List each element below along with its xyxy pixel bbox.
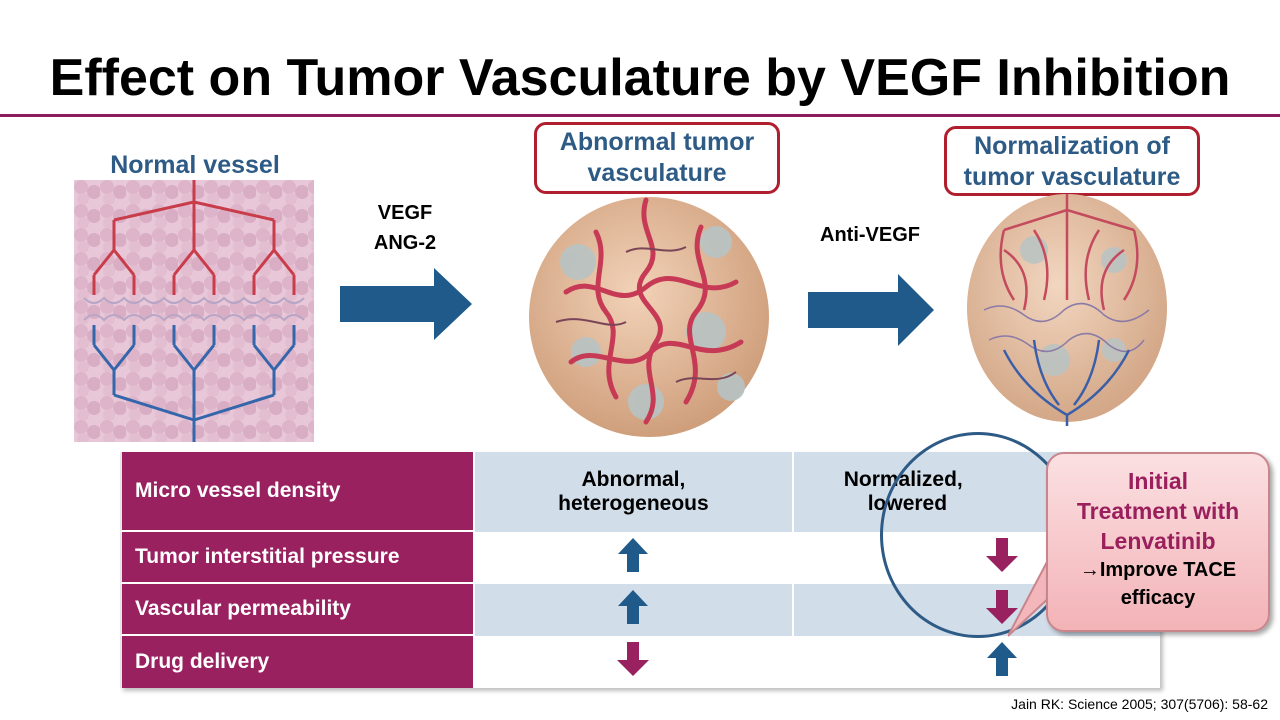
normalized-label-line2: tumor vasculature: [963, 163, 1181, 191]
up-arrow-icon: [618, 590, 649, 624]
cell-abnormal-density: Abnormal, heterogeneous: [473, 452, 792, 532]
right-arrow-icon: [340, 268, 472, 340]
callout-line4: →Improve TACE: [1079, 559, 1237, 581]
callout-line2: Treatment with: [1076, 498, 1240, 524]
normalized-vasculature-illustration: [967, 194, 1167, 426]
row-label-interstitial-pressure: Tumor interstitial pressure: [120, 532, 474, 584]
row-label-drug-delivery: Drug delivery: [120, 636, 474, 688]
callout-line5: efficacy: [1120, 587, 1196, 609]
citation: Jain RK: Science 2005; 307(5706): 58-62: [1011, 696, 1268, 712]
page-title: Effect on Tumor Vasculature by VEGF Inhi…: [49, 49, 1231, 107]
lenvatinib-callout: Initial Treatment with Lenvatinib →Impro…: [1046, 452, 1270, 632]
abnormal-vasculature-illustration: [529, 197, 769, 437]
up-arrow-icon: [618, 538, 649, 572]
cell-abnormal-density-line2: heterogeneous: [558, 492, 709, 515]
callout-line3: Lenvatinib: [1100, 528, 1216, 554]
stimulus-vegf-line2: ANG-2: [373, 232, 437, 254]
callout-line1: Initial: [1127, 468, 1189, 494]
normal-vessel-illustration: [74, 180, 314, 442]
down-arrow-icon: [617, 642, 650, 676]
cell-abnormal-pressure: [473, 532, 792, 584]
abnormal-label-line2: vasculature: [587, 159, 727, 187]
cell-normalized-delivery: [791, 636, 1160, 688]
stimulus-vegf-line1: VEGF: [377, 202, 433, 224]
abnormal-label-line1: Abnormal tumor: [559, 128, 755, 156]
right-arrow-icon: [808, 274, 934, 346]
cell-abnormal-permeability: [473, 584, 792, 636]
row-label-vascular-permeability: Vascular permeability: [120, 584, 474, 636]
normal-vessel-label: Normal vessel: [110, 151, 280, 179]
title-divider: [0, 114, 1280, 117]
stimulus-vegf-label: VEGF ANG-2: [340, 198, 470, 258]
table-row: Drug delivery: [120, 636, 1160, 688]
row-label-micro-vessel-density: Micro vessel density: [120, 452, 474, 532]
normalized-vasculature-label: Normalization of tumor vasculature: [944, 126, 1200, 196]
stimulus-anti-vegf-label: Anti-VEGF: [820, 224, 920, 246]
normalized-label-line1: Normalization of: [974, 132, 1170, 160]
abnormal-vasculature-label: Abnormal tumor vasculature: [534, 122, 780, 194]
cell-abnormal-delivery: [473, 636, 792, 688]
cell-abnormal-density-line1: Abnormal,: [581, 468, 686, 491]
up-arrow-icon: [986, 642, 1017, 676]
